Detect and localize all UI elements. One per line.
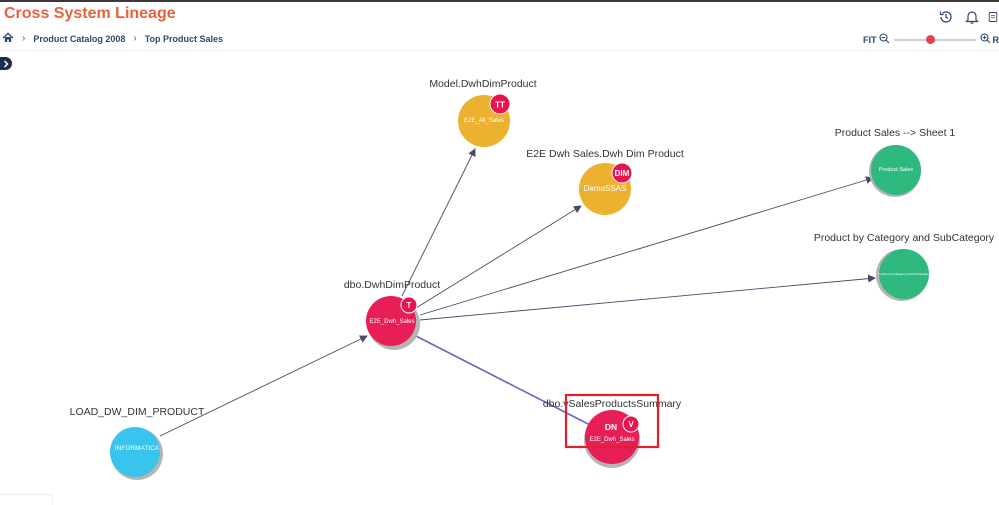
svg-text:V: V [628,420,634,429]
history-icon[interactable] [935,6,957,28]
minimap-corner [0,494,53,505]
node-title: Model.DwhDimProduct [429,78,536,90]
home-icon[interactable] [2,32,14,45]
node-source-label: Product by Category and SubCategory [878,272,930,276]
zoom-slider-handle[interactable] [925,34,935,44]
node-source-label: E2E_Dwh_Sales [369,319,414,325]
node-dbo-dwhdimproduct[interactable]: dbo.DwhDimProduct E2E_Dwh_Sales T [344,279,440,350]
node-source-label: INFORMATICA [115,445,160,452]
zoom-controls: FIT R [863,33,999,46]
type-badge: T [400,296,418,314]
type-badge: DIM [611,162,633,184]
panel-toggle-button[interactable] [0,57,12,70]
svg-text:DIM: DIM [615,169,630,178]
chevron-right-icon: › [133,33,137,44]
page-title: Cross System Lineage [4,5,176,22]
top-border [0,0,999,2]
header-divider [0,50,999,51]
node-short-label: DN [605,422,617,432]
breadcrumb-item-report[interactable]: Top Product Sales [144,33,224,44]
type-badge: TT [489,93,511,115]
type-badge: V [622,415,640,433]
node-product-sales-sheet[interactable]: Product Sales --> Sheet 1 Product Sales [835,127,956,197]
node-dbo-vsalesproductssummary[interactable]: dbo.vSalesProductsSummary DN E2E_Dwh_Sal… [543,393,682,468]
node-product-by-category[interactable]: Product by Category and SubCategory Prod… [814,232,995,301]
node-title: dbo.vSalesProductsSummary [543,398,682,410]
svg-text:T: T [407,301,412,310]
node-source-label: E2E_Dwh_Sales [589,437,634,443]
node-source-label: Product Sales [879,167,913,173]
edge-load-to-dwhdim[interactable] [159,335,368,437]
document-icon[interactable] [987,6,999,28]
node-title: E2E Dwh Sales.Dwh Dim Product [526,148,684,160]
svg-text:TT: TT [495,101,505,110]
chevron-right-icon: › [22,33,26,44]
chevron-right-icon [3,59,9,68]
zoom-slider[interactable] [893,34,976,44]
node-source-label: E2E_All_Sales [464,118,504,124]
edge-dwhdim-to-product-sales[interactable] [419,176,874,316]
node-load-dw-dim-product[interactable]: LOAD_DW_DIM_PRODUCT INFORMATICA [70,406,205,480]
node-title: Product Sales --> Sheet 1 [835,127,956,139]
edge-dwhdim-to-product-category[interactable] [419,274,876,321]
zoom-in-icon[interactable] [979,33,991,46]
edge-dwhdim-to-model[interactable] [401,148,476,297]
node-title: Product by Category and SubCategory [814,232,995,244]
edge-dwhdim-to-summary[interactable] [415,335,595,428]
node-demossas-dwh-dim-product[interactable]: E2E Dwh Sales.Dwh Dim Product DemoSSAS D… [526,148,684,215]
header-toolbar [935,6,999,28]
breadcrumb: › Product Catalog 2008 › Top Product Sal… [2,32,223,45]
node-title: LOAD_DW_DIM_PRODUCT [70,406,205,418]
node-title: dbo.DwhDimProduct [344,279,440,291]
node-model-dwhdimproduct[interactable]: Model.DwhDimProduct E2E_All_Sales TT [429,78,537,147]
node-source-label: DemoSSAS [584,184,627,193]
breadcrumb-item-catalog[interactable]: Product Catalog 2008 [33,33,126,44]
bell-icon[interactable] [961,6,983,28]
reset-button[interactable]: R [992,34,999,45]
fit-button[interactable]: FIT [863,34,877,45]
zoom-out-icon[interactable] [878,33,890,46]
selection-box [564,393,660,449]
edge-dwhdim-to-demossas[interactable] [415,205,582,309]
